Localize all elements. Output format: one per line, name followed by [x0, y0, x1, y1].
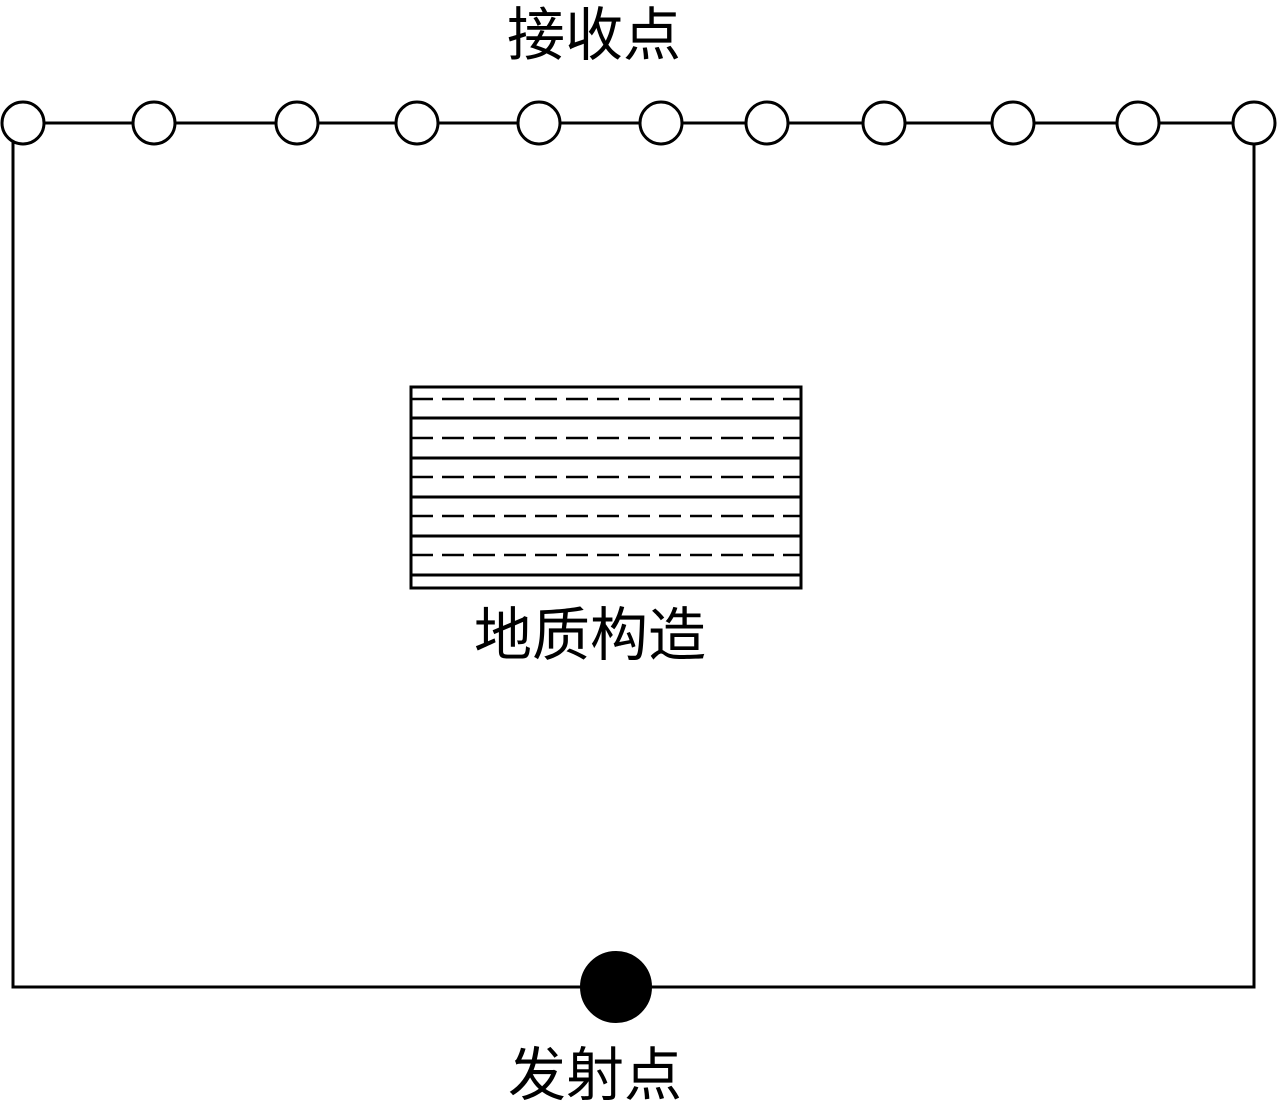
receiver-point: [516, 100, 562, 146]
receiver-label: 接收点: [507, 1, 682, 69]
receiver-point: [744, 100, 790, 146]
structure-label: 地质构造: [474, 601, 707, 669]
receiver-point: [990, 100, 1036, 146]
receiver-point: [1115, 100, 1161, 146]
geological-structure: [409, 385, 803, 590]
receiver-point: [638, 100, 684, 146]
receiver-point: [1231, 100, 1277, 146]
receiver-point: [0, 100, 46, 146]
transmitter-label: 发射点: [508, 1041, 683, 1109]
receiver-point: [861, 100, 907, 146]
receiver-points: [0, 100, 1277, 146]
transmitter-point: [580, 951, 652, 1023]
receiver-point: [131, 100, 177, 146]
receiver-point: [394, 100, 440, 146]
receiver-point: [274, 100, 320, 146]
